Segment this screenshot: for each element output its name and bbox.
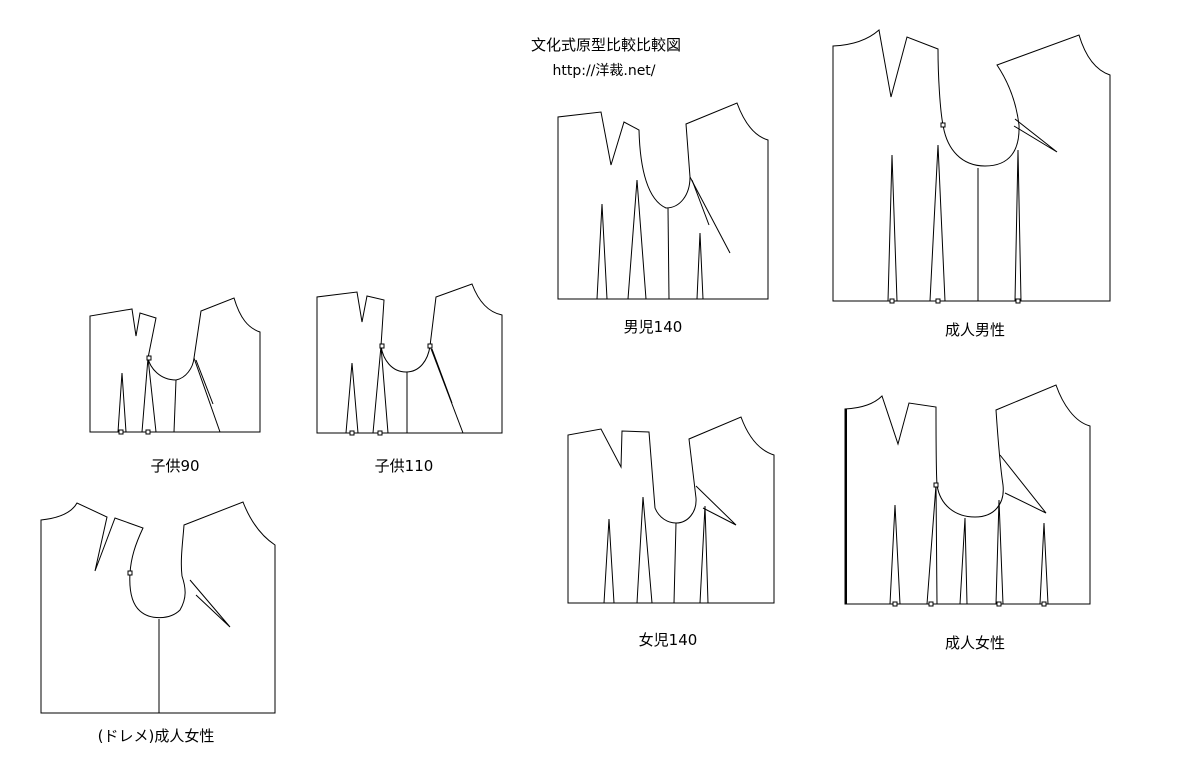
site-url: http://洋裁.net/ — [552, 63, 655, 79]
label-girl140: 女児140 — [639, 631, 698, 649]
label-boy140: 男児140 — [624, 318, 683, 336]
pattern-girl140 — [567, 416, 775, 604]
pattern-adult-female — [844, 384, 1091, 607]
label-child90: 子供90 — [150, 457, 199, 475]
label-child110: 子供110 — [375, 457, 434, 475]
label-adult-female: 成人女性 — [945, 634, 1005, 652]
pattern-adult-male — [832, 29, 1111, 304]
pattern-doreme-adult-female — [40, 501, 276, 714]
pattern-child110 — [316, 283, 503, 436]
pattern-child90 — [89, 297, 261, 435]
label-doreme-adult-female: (ドレメ)成人女性 — [98, 727, 215, 745]
pattern-boy140 — [557, 102, 769, 300]
label-adult-male: 成人男性 — [945, 321, 1005, 339]
page-title: 文化式原型比較比較図 — [531, 36, 681, 54]
